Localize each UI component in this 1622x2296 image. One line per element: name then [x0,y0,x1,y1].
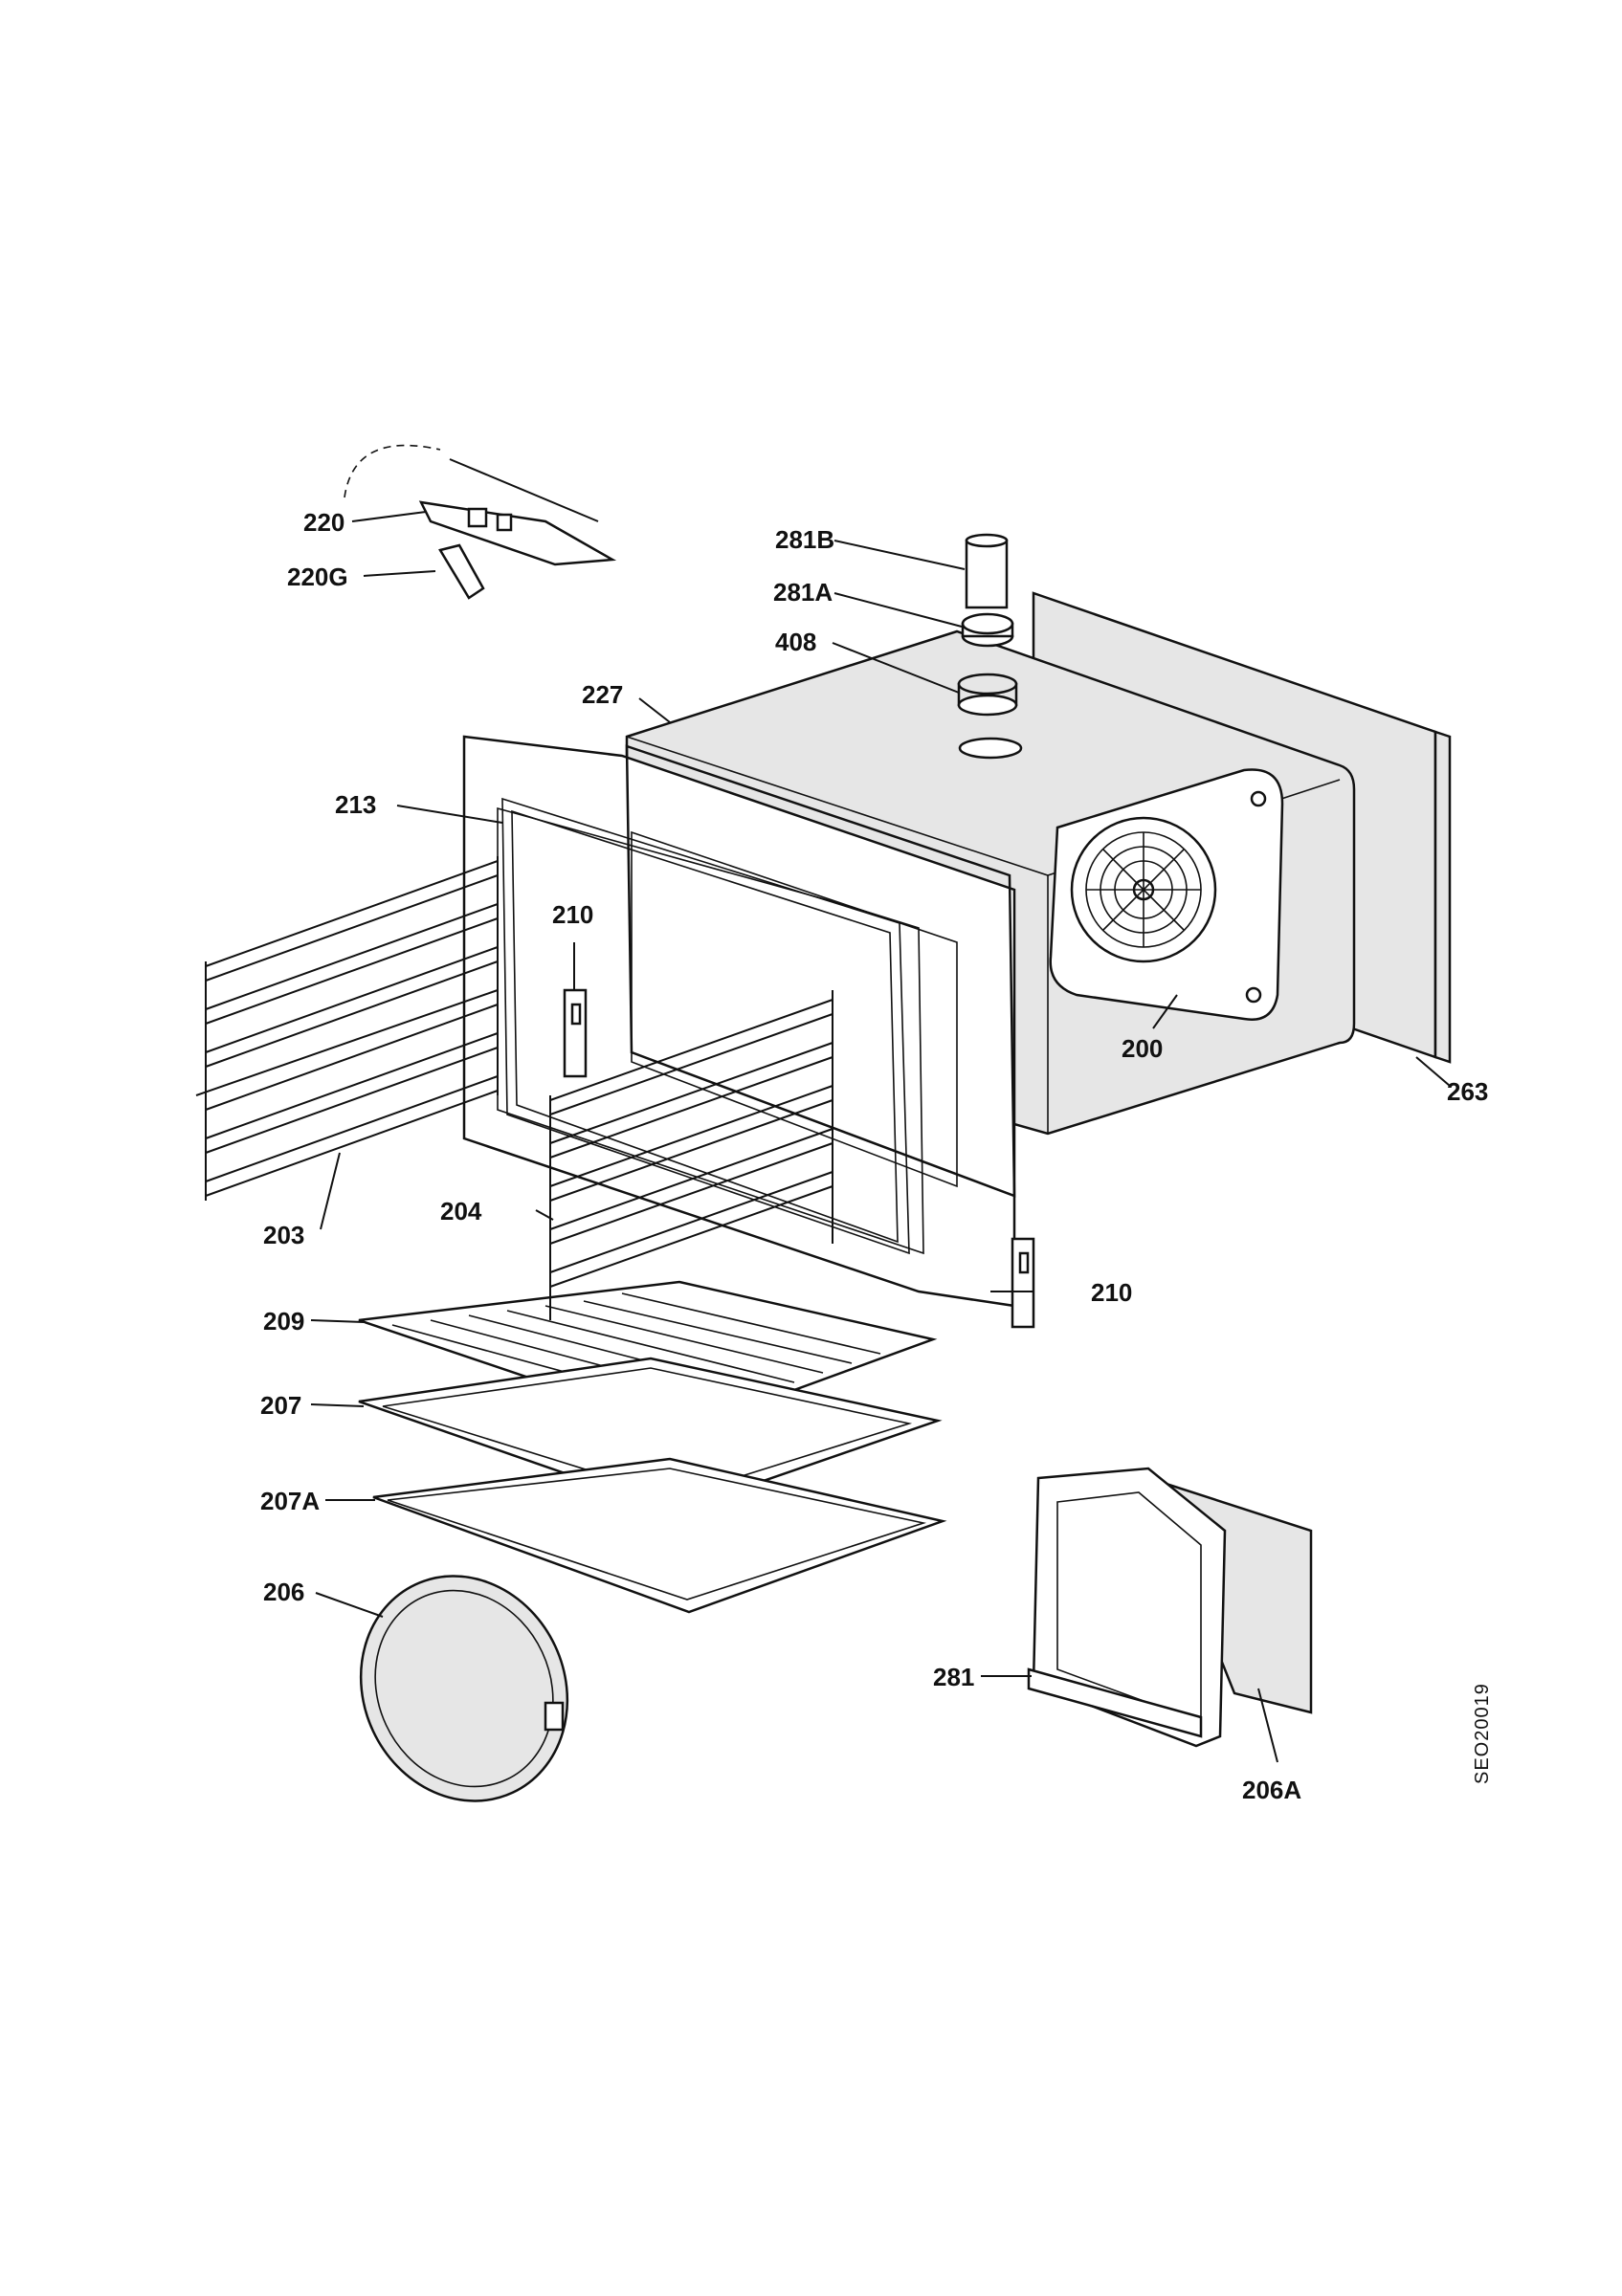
drawing-code: SEO20019 [1472,1683,1493,1784]
part-204-right-shelf-support [549,990,833,1320]
label-207: 207 [260,1391,301,1420]
part-200-fan-assembly [1049,768,1284,1021]
label-207a: 207A [260,1487,320,1515]
label-220g: 220G [287,563,348,591]
label-220: 220 [303,508,344,537]
part-220-door-catch [344,444,617,566]
label-281a: 281A [773,578,833,607]
part-210-hinge-bracket-left [563,988,588,1078]
part-281b-lamp-cover [965,533,1009,609]
label-263: 263 [1447,1077,1488,1106]
part-206-round-filter [359,1575,569,1802]
label-408: 408 [775,628,816,656]
part-220g-catch-plate [438,543,485,600]
label-227: 227 [582,680,623,709]
part-281a-lamp-holder [961,612,1014,648]
label-200: 200 [1122,1034,1163,1063]
part-210-hinge-bracket-right [1011,1237,1035,1329]
part-203-left-shelf-support [195,856,499,1201]
label-281: 281 [933,1663,974,1691]
label-210-lower: 210 [1091,1278,1132,1307]
part-281-filter-frame [1027,1467,1227,1748]
leader-lines [310,511,1451,1763]
label-206a: 206A [1242,1776,1301,1804]
label-281b: 281B [775,525,834,554]
label-209: 209 [263,1307,304,1336]
label-204: 204 [440,1197,482,1225]
part-408-lamp-lens [957,673,1018,717]
label-213: 213 [335,790,376,819]
label-203: 203 [263,1221,304,1249]
label-206: 206 [263,1578,304,1606]
label-210-upper: 210 [552,900,593,929]
part-207a-flat-tray [372,1457,947,1614]
